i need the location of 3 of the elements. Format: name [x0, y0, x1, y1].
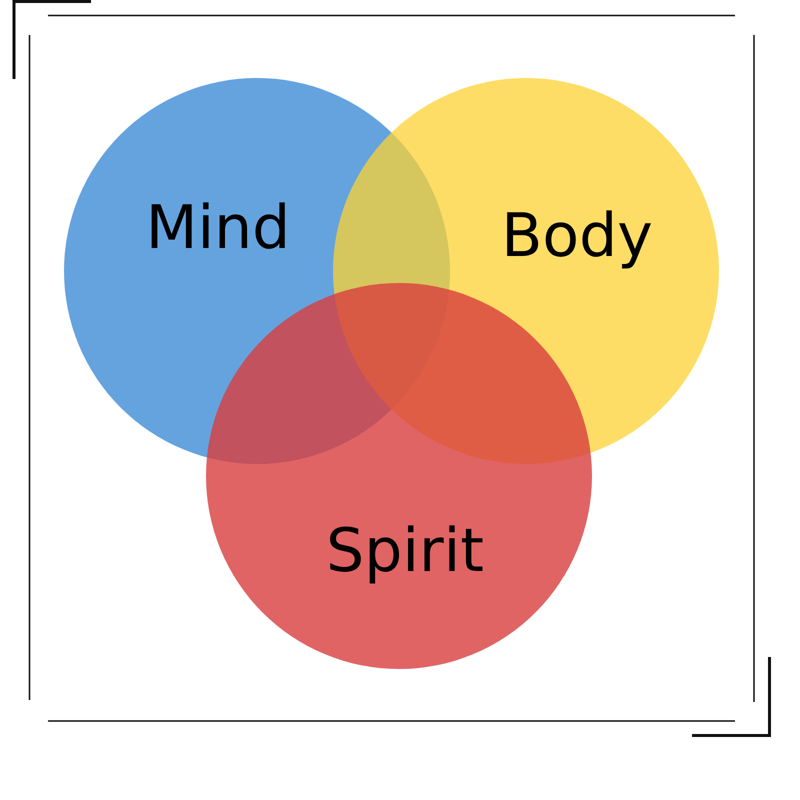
- circle-label: Body: [501, 206, 653, 266]
- circle-label: Spirit: [326, 521, 484, 581]
- circle-label: Mind: [146, 198, 290, 258]
